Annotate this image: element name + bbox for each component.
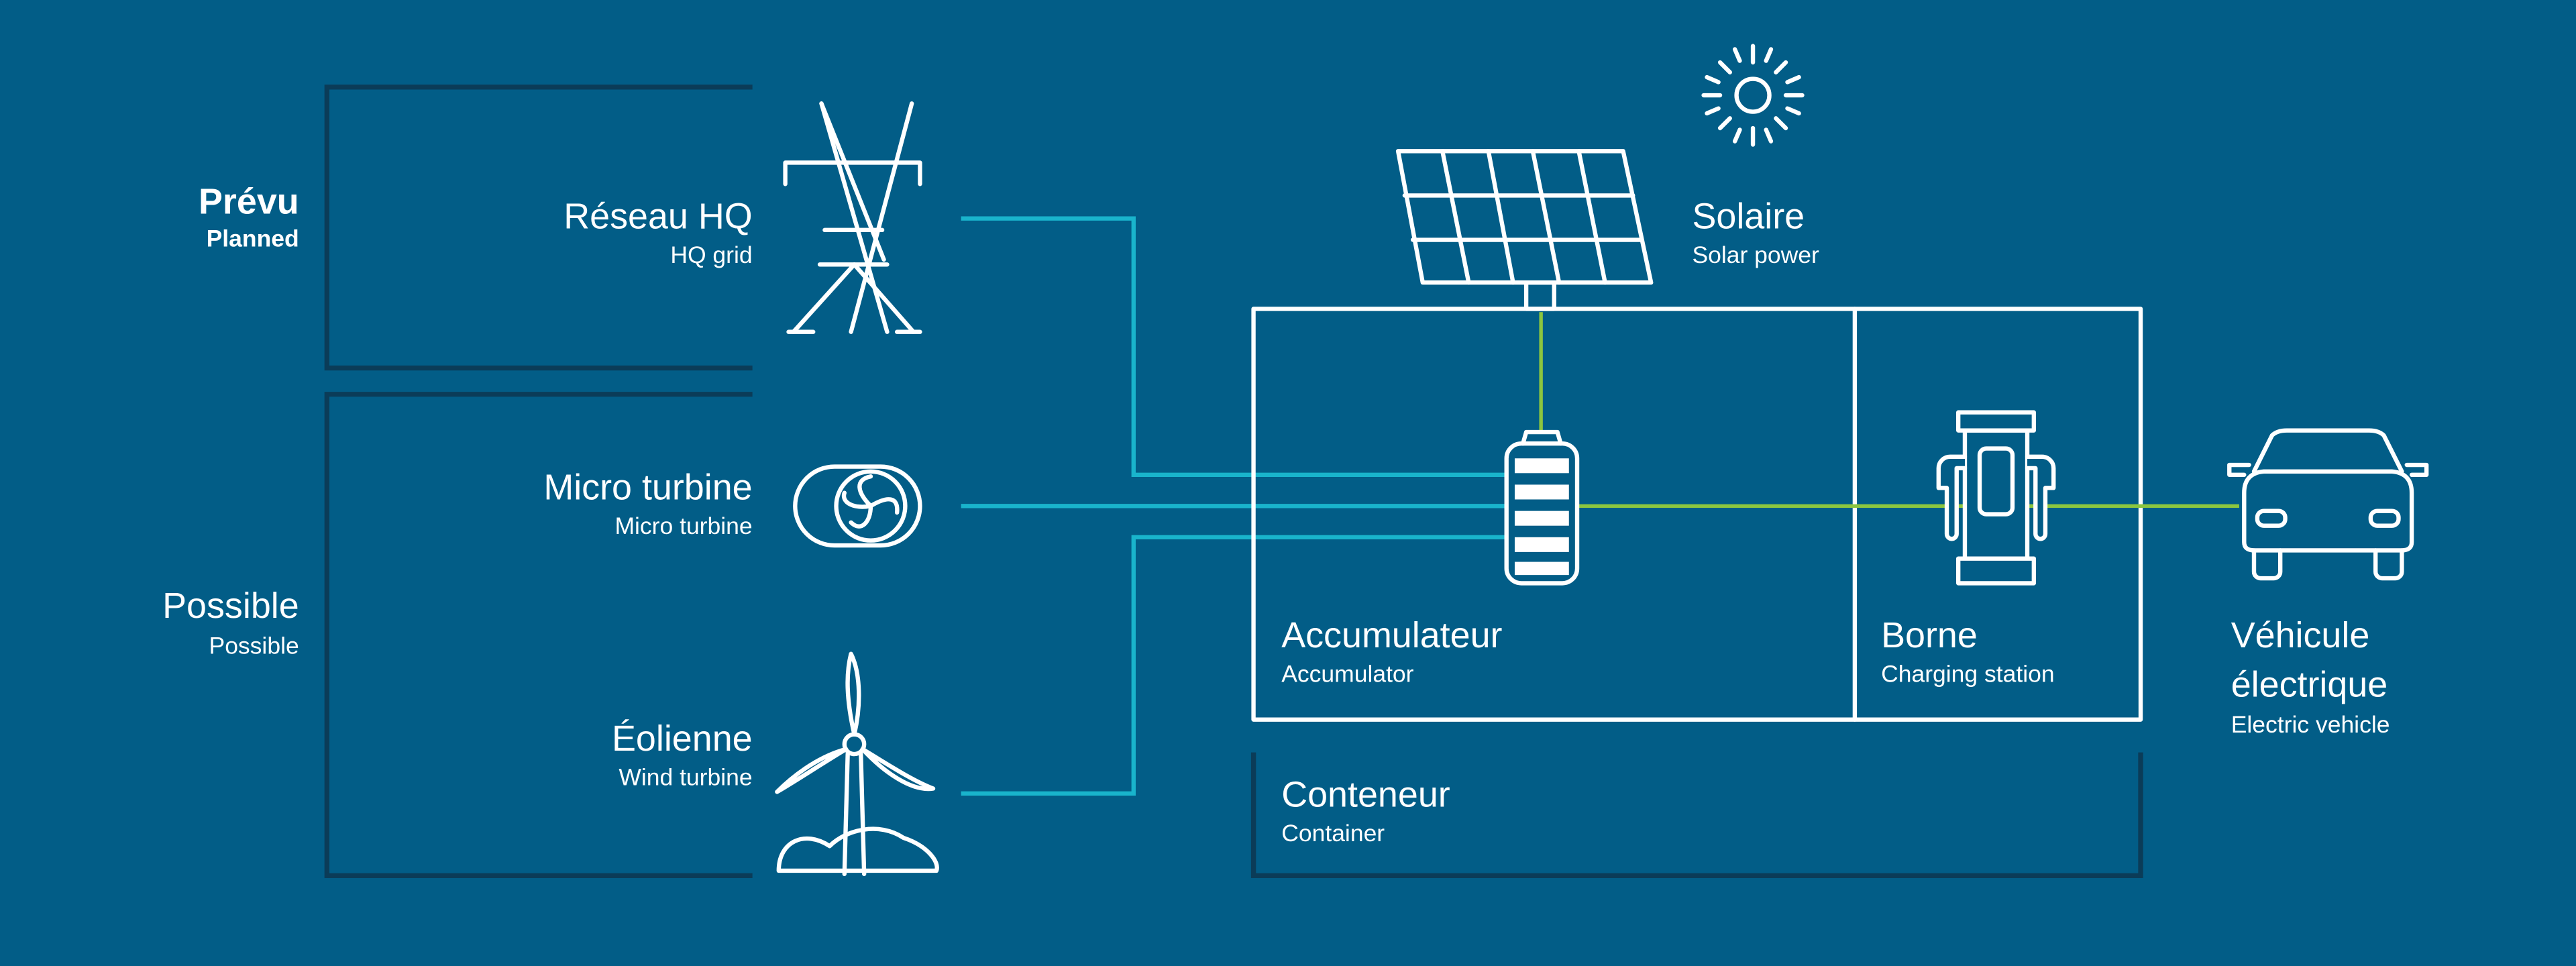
vehicle-label-en: Electric vehicle	[2231, 711, 2390, 738]
vehicle-label-fr-1: Véhicule	[2231, 615, 2370, 655]
planned-label-fr: Prévu	[199, 181, 299, 221]
possible-label-fr: Possible	[162, 586, 299, 626]
grid-label-fr: Réseau HQ	[564, 196, 752, 236]
charging-station-icon	[1936, 410, 2056, 586]
planned-bracket	[324, 85, 753, 371]
wind-turbine-icon	[775, 651, 939, 877]
wind-feed-line	[961, 535, 1512, 796]
grid-label-en: HQ grid	[670, 241, 752, 268]
vehicle-label-fr-2: électrique	[2231, 664, 2388, 704]
container-label-en: Container	[1281, 820, 1385, 847]
solar-panel-icon	[1395, 149, 1654, 311]
accumulator-label-fr: Accumulateur	[1281, 615, 1502, 655]
charger-label-en: Charging station	[1881, 660, 2055, 687]
sun-icon	[1701, 44, 1805, 147]
planned-label-en: Planned	[207, 225, 299, 252]
micro-turbine-label-fr: Micro turbine	[543, 467, 752, 507]
wind-label-fr: Éolienne	[612, 718, 753, 759]
battery-icon	[1504, 429, 1580, 586]
electric-car-icon	[2227, 428, 2429, 581]
container-bracket	[1250, 752, 2143, 878]
power-pylon-icon	[783, 101, 922, 334]
micro-turbine-label-en: Micro turbine	[614, 513, 752, 539]
container-box	[1251, 307, 2143, 722]
container-label-fr: Conteneur	[1281, 774, 1450, 814]
accumulator-label-en: Accumulator	[1281, 660, 1413, 687]
solar-label-fr: Solaire	[1692, 196, 1805, 236]
possible-bracket	[324, 392, 753, 878]
charger-label-fr: Borne	[1881, 615, 1978, 655]
solar-label-en: Solar power	[1692, 241, 1819, 268]
micro-turbine-icon	[793, 464, 922, 548]
possible-label-en: Possible	[209, 633, 299, 659]
wind-label-en: Wind turbine	[619, 764, 752, 791]
grid-feed-line	[961, 216, 1512, 477]
